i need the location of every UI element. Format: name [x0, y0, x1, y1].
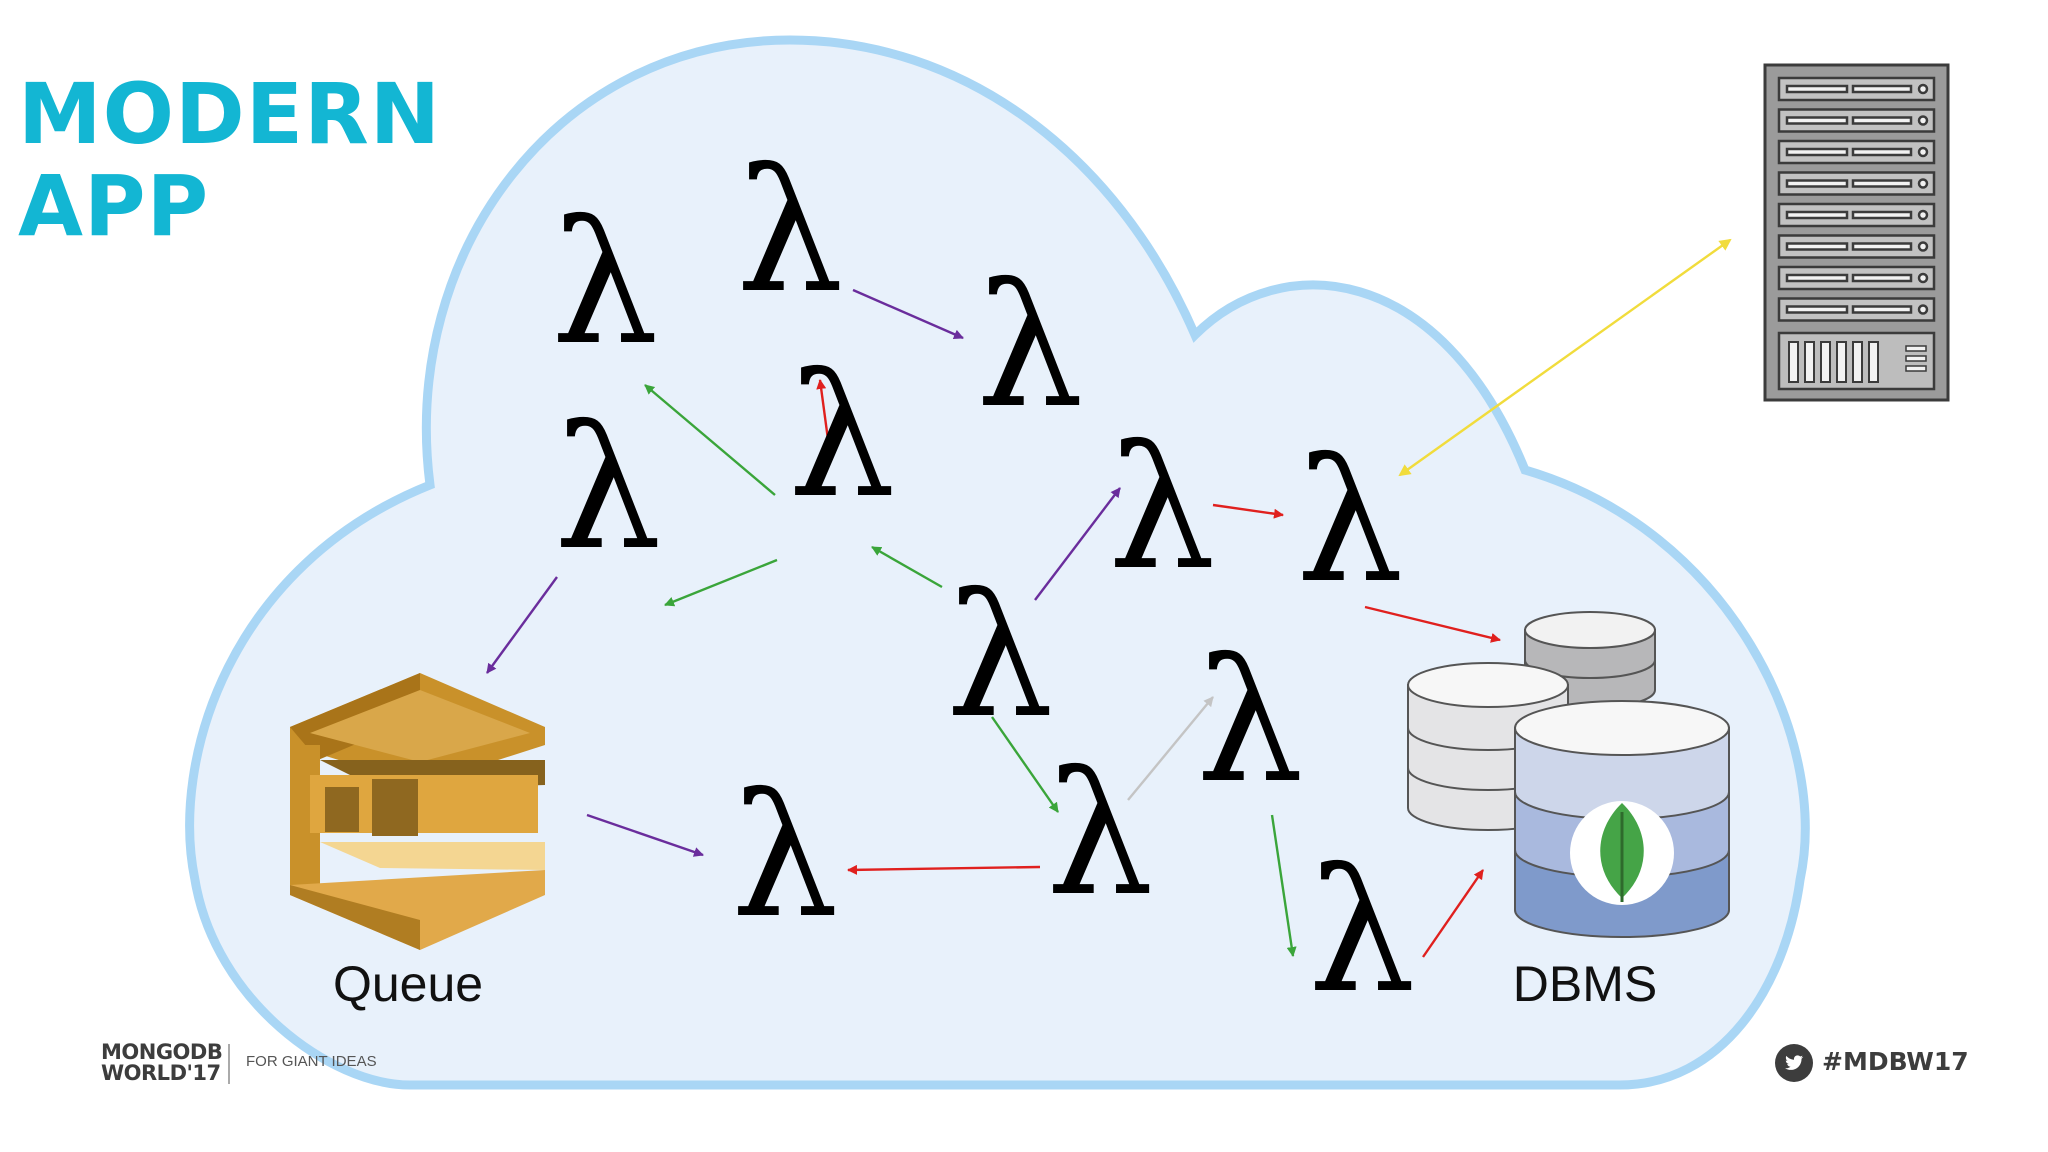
lambda-function-node: λ	[1296, 423, 1404, 621]
purple-arrow	[586, 813, 704, 857]
lambda-function-node: λ	[1308, 833, 1416, 1031]
server-rack-unit	[1777, 234, 1936, 259]
green-arrow	[1270, 814, 1297, 957]
server-rack-unit	[1777, 265, 1936, 291]
server-rack-unit	[1777, 202, 1936, 228]
queue-icon	[290, 673, 545, 950]
twitter-icon	[1775, 1044, 1813, 1082]
title-line-2: APP	[18, 157, 210, 255]
lambda-function-node: λ	[976, 248, 1084, 446]
cloud-icon	[185, 35, 1810, 1090]
green-arrow	[644, 384, 776, 496]
footer-tagline: FOR GIANT IDEAS	[246, 1053, 377, 1070]
arrow-layer	[486, 238, 1732, 958]
server-rack-unit	[1777, 297, 1936, 322]
purple-arrow	[1034, 487, 1121, 601]
dbms-label: DBMS	[1513, 956, 1657, 1012]
server-rack-unit	[1777, 171, 1936, 196]
gray-arrow	[1127, 696, 1214, 801]
purple-arrow	[852, 288, 964, 340]
lambda-function-node: λ	[946, 558, 1054, 756]
red-arrow	[847, 864, 1041, 875]
red-arrow	[1212, 503, 1284, 519]
lambda-function-node: λ	[1196, 623, 1304, 821]
server-rack-unit	[1777, 108, 1936, 133]
green-arrow	[991, 716, 1059, 813]
footer-divider	[228, 1044, 230, 1084]
brand-line-1: MONGODB	[101, 1040, 223, 1064]
brand-line-2: WORLD'17	[101, 1061, 221, 1085]
red-arrow	[1422, 869, 1484, 958]
green-arrow	[664, 558, 778, 607]
green-arrow	[871, 545, 943, 589]
hashtag: #MDBW17	[1822, 1047, 1969, 1076]
server-rack-icon	[1763, 63, 1950, 402]
lambda-function-node: λ	[554, 390, 662, 588]
server-rack-unit	[1777, 76, 1936, 102]
yellow-bidirectional-arrow	[1398, 238, 1732, 477]
red-arrow	[1364, 605, 1501, 643]
mongodb-leaf-icon	[1570, 801, 1674, 905]
lambda-function-node: λ	[1108, 410, 1216, 608]
title-line-1: MODERN	[18, 65, 442, 163]
lambda-function-node: λ	[736, 133, 844, 331]
lambda-function-node: λ	[551, 185, 659, 383]
server-rack-unit	[1777, 139, 1936, 165]
footer-brand-logo: MONGODB WORLD'17	[101, 1040, 223, 1085]
purple-arrow	[486, 576, 558, 674]
red-arrow	[816, 379, 831, 448]
lambda-function-node: λ	[731, 758, 839, 956]
queue-label: Queue	[333, 956, 483, 1012]
slide-title: MODERN APP	[18, 68, 441, 252]
lambda-function-node: λ	[1046, 736, 1154, 934]
lambda-function-node: λ	[788, 338, 896, 536]
